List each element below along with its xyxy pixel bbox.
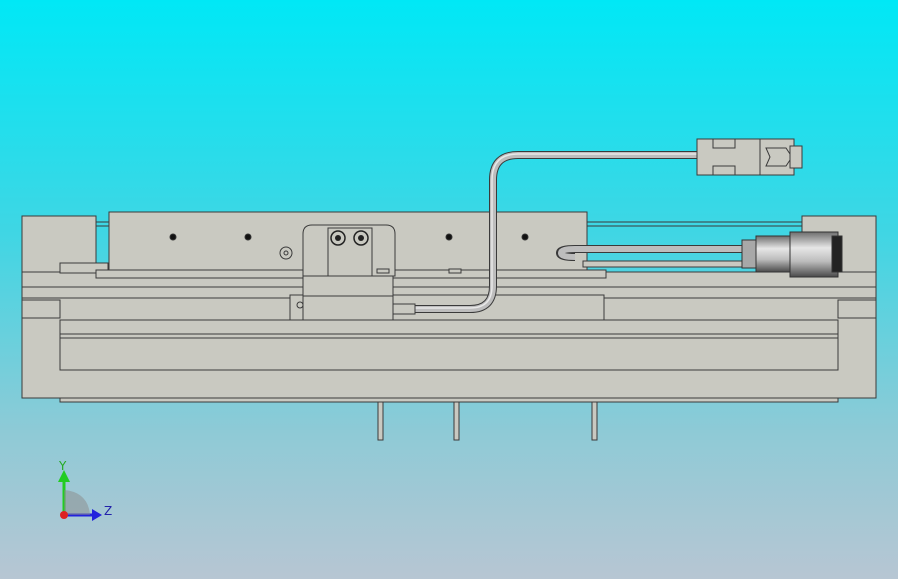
motor-connector [741, 231, 843, 278]
hole [521, 233, 529, 241]
base-lower-lip [59, 397, 839, 403]
carriage-hole [296, 301, 304, 309]
origin-dot [60, 511, 68, 519]
slider-bolt-center [358, 235, 364, 241]
connector-tab [712, 138, 736, 149]
axis-triad: Y Z [58, 459, 112, 521]
upper-cable [393, 151, 700, 313]
z-axis-label: Z [104, 504, 112, 518]
cable-core [557, 246, 745, 260]
connector-plug [789, 145, 803, 169]
cable-core [393, 152, 700, 312]
y-axis-arrow [58, 470, 70, 482]
connector-knurl [789, 231, 839, 278]
hole [169, 233, 177, 241]
left-end-step [59, 262, 109, 274]
mounting-holes [169, 233, 529, 241]
slider-bolt-center [335, 235, 341, 241]
guide-pin [377, 401, 384, 441]
actuator-assembly[interactable] [21, 211, 877, 441]
lower-cable [555, 245, 745, 261]
connector-nut [741, 239, 757, 269]
slider-lower [302, 275, 394, 321]
cable-ferrule [392, 303, 416, 315]
guide-pin [453, 401, 460, 441]
rail-channel [59, 319, 839, 371]
guide-pin [591, 401, 598, 441]
set-screw-center [283, 250, 289, 256]
left-end-cap [21, 215, 97, 273]
connector-tab [712, 165, 736, 176]
y-axis-label: Y [58, 459, 67, 473]
triad-arc [64, 490, 90, 515]
hole [244, 233, 252, 241]
rail-bump [376, 268, 390, 274]
left-end-flange [21, 299, 61, 319]
connector-latch [765, 147, 793, 167]
set-screw [279, 246, 293, 260]
right-end-flange [837, 299, 877, 319]
cable-highlight [393, 153, 700, 309]
connector-end [831, 235, 843, 273]
connector-sleeve [755, 235, 791, 273]
upper-connector [696, 138, 803, 176]
rail-bump [448, 268, 462, 274]
z-axis-arrow [92, 509, 102, 521]
hole [445, 233, 453, 241]
